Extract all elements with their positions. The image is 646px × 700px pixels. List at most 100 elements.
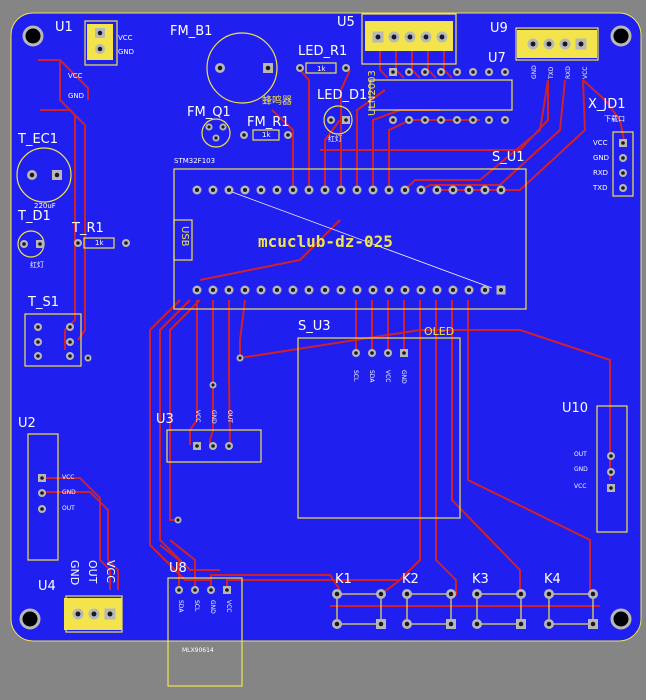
mlx-label: MLX90614 [182, 647, 214, 654]
label-K1: K1 [335, 572, 352, 587]
pad-icon [215, 63, 225, 73]
stm-label: STM32F103 [174, 157, 216, 165]
pad-icon [207, 586, 215, 594]
pad-icon [544, 619, 554, 629]
pad-icon [95, 28, 105, 38]
u8-pin-2: SCL [193, 600, 200, 612]
u9-pin-3: RXD [565, 66, 572, 79]
pad-icon [446, 589, 456, 599]
pad-icon [66, 338, 74, 346]
pad-icon [336, 185, 346, 195]
pad-icon [485, 68, 493, 76]
u3-pin-3: OUT [226, 410, 233, 423]
u10-pin-1: OUT [574, 451, 587, 458]
label-U10: U10 [562, 401, 589, 416]
label-FM_Q1: FM_Q1 [187, 105, 231, 120]
u3-pin-2: GND [210, 410, 217, 424]
pad-icon [437, 68, 445, 76]
pad-icon [464, 285, 474, 295]
uln-label: ULN2003 [367, 70, 378, 116]
pad-icon [402, 619, 412, 629]
board-outline [10, 12, 642, 642]
pad-icon [480, 185, 490, 195]
pad-icon [240, 185, 250, 195]
pad-icon [389, 68, 397, 76]
pad-icon [501, 116, 509, 124]
pad-icon [472, 589, 482, 599]
label-K2: K2 [402, 572, 419, 587]
pad-icon [469, 68, 477, 76]
u4-pin-1: GND [68, 560, 81, 586]
pad-icon [384, 285, 394, 295]
label-U5: U5 [337, 15, 355, 30]
pad-icon [496, 285, 506, 295]
pad-icon [516, 619, 526, 629]
u1-gnd2: GND [68, 92, 85, 100]
label-FM_R1: FM_R1 [247, 115, 290, 130]
pad-icon [372, 31, 384, 43]
pad-icon [619, 139, 627, 147]
label-U7: U7 [488, 51, 506, 66]
pad-icon [437, 116, 445, 124]
oled-pin-2: SDA [368, 370, 375, 383]
pad-icon [192, 285, 202, 295]
pad-icon [66, 352, 74, 360]
pad-icon [400, 185, 410, 195]
pad-icon [384, 349, 392, 357]
copper-traces [38, 38, 626, 607]
u10-pin-3: VCC [574, 483, 587, 490]
pad-icon [421, 116, 429, 124]
oled-pin-1: SCL [352, 370, 359, 382]
pad-icon [332, 619, 342, 629]
pad-icon [432, 185, 442, 195]
label-T_S1: T_S1 [28, 295, 59, 310]
pad-icon [588, 619, 598, 629]
pad-icon [516, 589, 526, 599]
label-U4: U4 [38, 579, 56, 594]
ec-value: 220uF [34, 202, 56, 210]
u9-pin-2: TXD [548, 66, 555, 79]
pad-icon [74, 239, 82, 247]
pad-icon [27, 170, 37, 180]
pad-icon [38, 505, 46, 513]
pad-icon [20, 240, 28, 248]
pad-icon [405, 116, 413, 124]
label-K4: K4 [544, 572, 561, 587]
pad-icon [544, 589, 554, 599]
pad-icon [88, 608, 100, 620]
pad-icon [34, 323, 42, 331]
pad-icon [38, 489, 46, 497]
pad-icon [320, 185, 330, 195]
pad-icon [485, 116, 493, 124]
pad-icon [304, 185, 314, 195]
buzzer-label: 蜂鸣器 [262, 96, 292, 107]
label-U8: U8 [169, 561, 187, 576]
pad-icon [256, 185, 266, 195]
pad-icon [368, 285, 378, 295]
jd-pin-2: GND [593, 154, 610, 162]
via-icon [236, 354, 244, 362]
pad-icon [336, 285, 346, 295]
label-U2: U2 [18, 416, 36, 431]
u4-pin-2: OUT [86, 560, 99, 584]
pad-icon [342, 64, 350, 72]
pad-icon [224, 185, 234, 195]
jd-pin-1: VCC [593, 139, 608, 147]
pad-icon [420, 31, 432, 43]
pad-icon [619, 184, 627, 192]
u2-pin-2: GND [62, 489, 76, 496]
pad-icon [332, 589, 342, 599]
pad-icon [209, 442, 217, 450]
u8-pin-1: SDA [177, 600, 184, 613]
pad-icon [304, 285, 314, 295]
pad-icon [402, 589, 412, 599]
led-d-label: 红灯 [328, 135, 342, 143]
pad-icon [607, 468, 615, 476]
pad-icon [607, 484, 615, 492]
pad-icon [327, 116, 335, 124]
usb-label: USB [179, 226, 190, 247]
pad-icon [288, 285, 298, 295]
pad-icon [208, 285, 218, 295]
pad-icon [104, 608, 116, 620]
